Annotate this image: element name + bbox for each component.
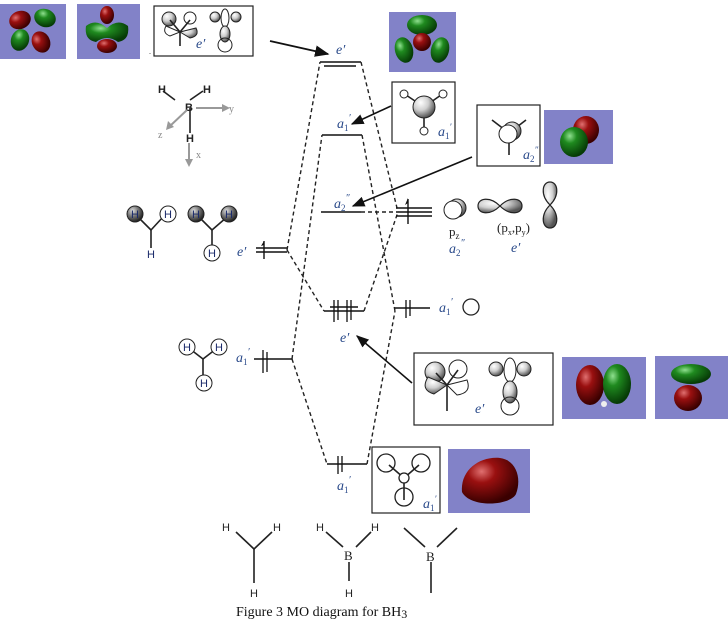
inset-box-e-prime-bonding: e′ (413, 352, 554, 426)
h-label: H (131, 209, 139, 221)
correlation-lines (286, 61, 399, 465)
coordinate-system: H H B H y z x (158, 84, 234, 167)
atom-h: H (222, 522, 230, 534)
axis-label-x: x (196, 150, 201, 161)
atom-b: B (344, 548, 353, 563)
py-orbital-sketch (542, 181, 558, 229)
axis-label-z: z (158, 130, 163, 141)
atom-h: H (250, 588, 258, 600)
h-label: H (225, 209, 233, 221)
atom-h: H (345, 588, 353, 600)
h-label: H (183, 342, 191, 354)
inset-box-e-prime-antibonding: e′ (153, 5, 254, 57)
orbital-sketch-2 (209, 8, 242, 53)
arrow-to-e-prime-bonding (356, 335, 413, 384)
pz-orbital-sketch (443, 198, 467, 220)
h-label: H (192, 209, 200, 221)
mo-label-e-prime-antibonding: e′ (336, 43, 346, 58)
render-e-prime-bonding-2 (655, 356, 728, 419)
atom-h: H (371, 522, 379, 534)
render-e-prime-bonding-1 (562, 357, 646, 419)
svg-text:a2″: a2″ (523, 145, 539, 164)
render-a2-double-prime (544, 110, 613, 164)
svg-text:a1′: a1′ (438, 122, 453, 141)
h-label: H (147, 249, 155, 261)
right-level-p-orbitals (396, 198, 432, 224)
left-label-e-prime: e′ (237, 245, 247, 260)
orbital-sketch-4 (488, 357, 532, 416)
h-label: H (215, 342, 223, 354)
h-label: H (200, 378, 208, 390)
atom-h: H (273, 522, 281, 534)
inset-box-a1-prime-antibonding: a1′ (391, 81, 456, 144)
left-level-e-prime (256, 241, 287, 259)
mo-label-a2-double-prime: a2″ (334, 193, 351, 213)
render-a1-prime-bonding (448, 449, 530, 513)
svg-text:.: . (149, 47, 151, 56)
mo-label-a1-prime-antibonding: a1′ (337, 113, 352, 133)
left-level-a1-prime (254, 350, 292, 373)
s-orbital-sketch (462, 298, 480, 316)
arrow-to-a1-prime-antibonding (350, 105, 392, 125)
inset-label-e-prime: e′ (196, 37, 206, 52)
mo-level-a1-prime-bonding (327, 456, 367, 474)
arrow-to-a2-double-prime (351, 156, 473, 207)
left-label-a1-prime: a1′ (236, 347, 251, 367)
atom-h: H (316, 522, 324, 534)
h-label: H (164, 209, 172, 221)
inset-box-a1-prime-bonding: a1′ (371, 446, 441, 514)
h3-group-orbital-a1-prime: H H H (178, 338, 228, 392)
atom-h1: H (158, 84, 166, 96)
atom-h3: H (186, 133, 194, 145)
arrow-to-e-prime-antibonding (269, 40, 330, 57)
render-e-prime-1 (0, 4, 66, 59)
px-orbital-sketch (477, 198, 523, 214)
mo-label-e-prime-bonding: e′ (340, 331, 350, 346)
h3-group-orbital-e-prime-2: H H H (187, 205, 238, 262)
h-label: H (208, 248, 216, 260)
mo-label-a1-prime-bonding: a1′ (337, 475, 352, 495)
svg-text:a1′: a1′ (423, 494, 438, 513)
structure-bh3: H H B H (316, 522, 379, 600)
right-level-s-orbital (395, 300, 430, 318)
svg-text:e′: e′ (475, 402, 485, 417)
orbital-sketch-3 (424, 359, 469, 411)
mo-level-e-prime-antibonding (320, 61, 361, 67)
atom-b: B (185, 102, 193, 114)
orbital-sketch-1 (161, 11, 198, 46)
figure-caption: Figure 3 MO diagram for BH3 (236, 605, 407, 621)
pz-label: pz (449, 224, 460, 241)
mo-level-e-prime-bonding (324, 300, 364, 322)
h3-group-orbital-e-prime-1: H H H (126, 205, 177, 261)
s-symmetry-label: a1′ (439, 297, 454, 317)
axis-label-y: y (229, 104, 234, 115)
pxpy-symmetry-label: e′ (511, 241, 521, 256)
structure-h3: H H H (222, 522, 281, 600)
render-e-prime-top (389, 12, 456, 72)
atom-h2: H (203, 84, 211, 96)
structure-b-bonds: B (403, 527, 458, 593)
inset-box-a2-double-prime: a2″ (476, 104, 541, 167)
pxpy-label: (px,py) (497, 220, 530, 237)
atom-b: B (426, 549, 435, 564)
render-e-prime-2 (77, 4, 140, 59)
pz-symmetry-label: a2″ (449, 238, 466, 258)
